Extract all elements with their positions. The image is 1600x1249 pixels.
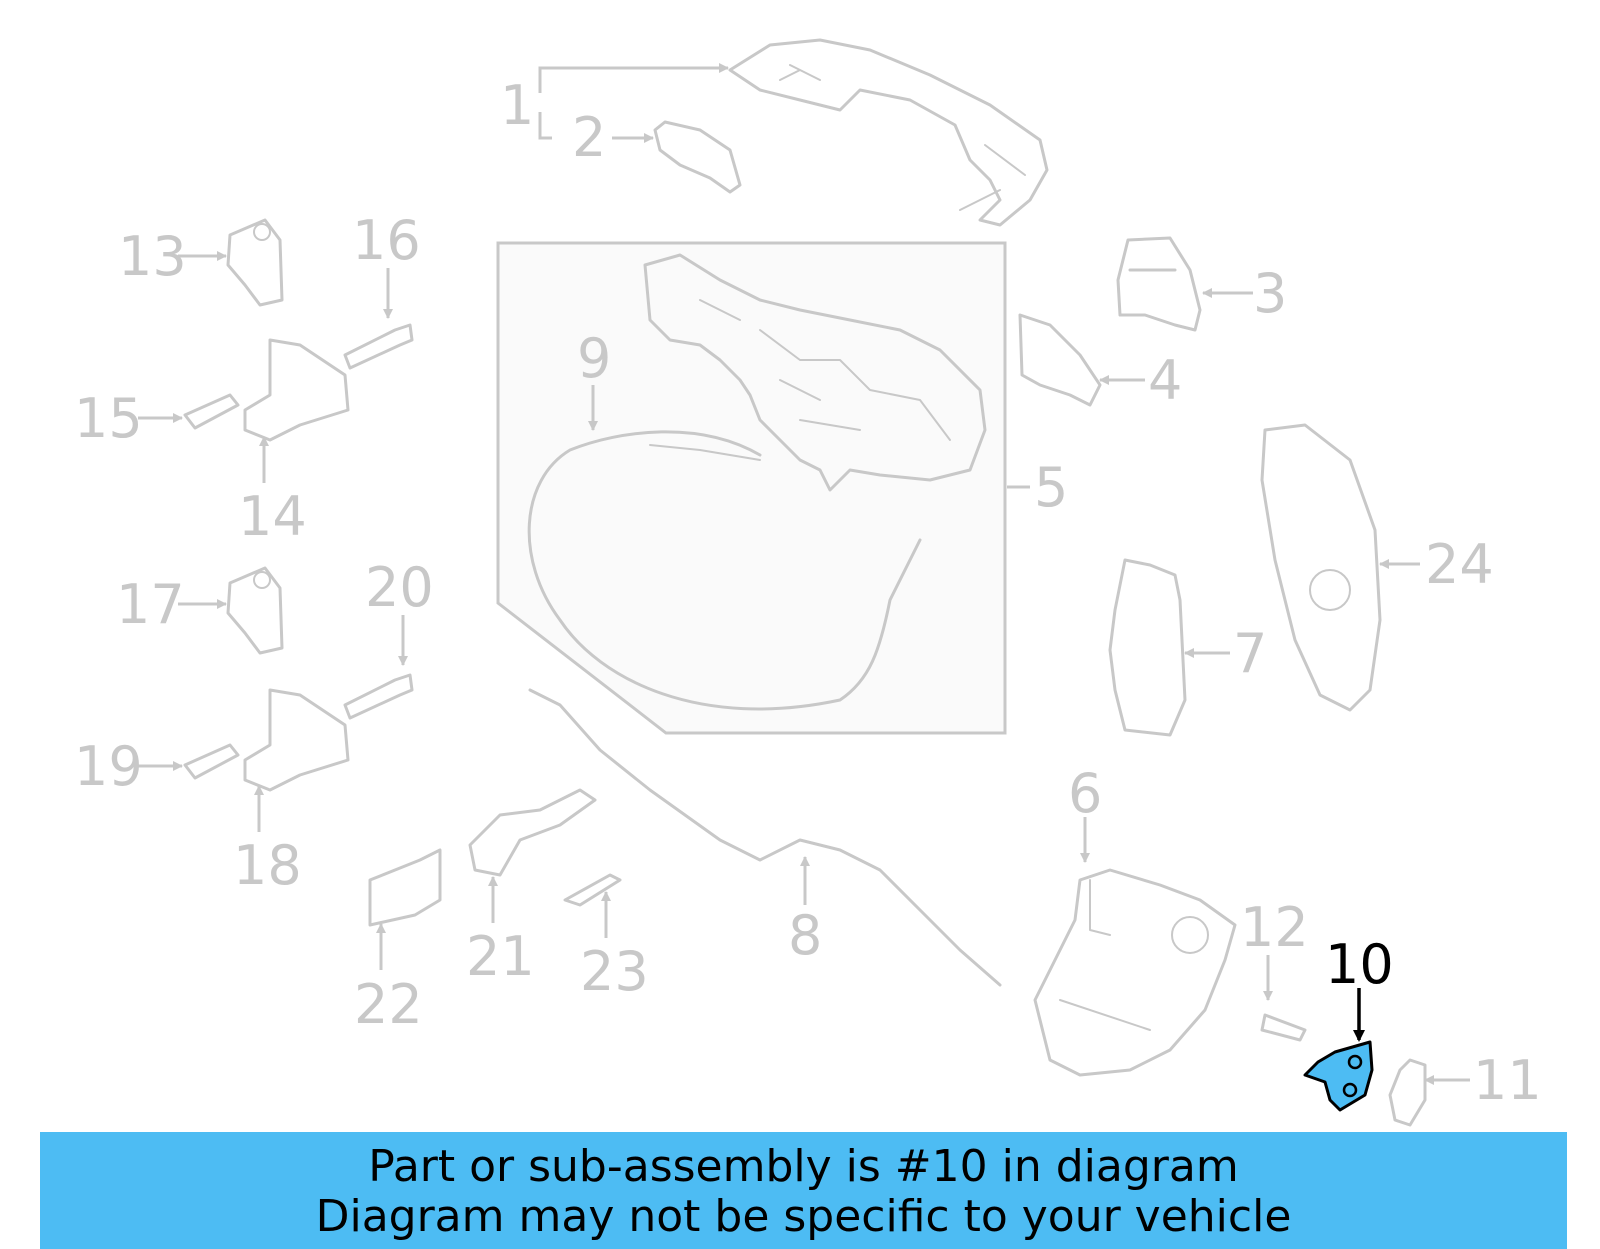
part-15-bolt: [183, 393, 240, 430]
callout-19[interactable]: 19: [74, 735, 143, 798]
part-9-cable: [527, 430, 922, 711]
callout-15[interactable]: 15: [74, 387, 143, 450]
part-5-lock-module: [643, 253, 987, 492]
info-banner: Part or sub-assembly is #10 in diagram D…: [40, 1132, 1567, 1249]
part-10-striker[interactable]: [1303, 1040, 1374, 1112]
part-17-hinge-half: [226, 566, 284, 655]
part-1-outer-handle: [728, 38, 1049, 227]
callout-14[interactable]: 14: [238, 485, 307, 548]
callout-21[interactable]: 21: [466, 925, 535, 988]
callout-3[interactable]: 3: [1253, 262, 1287, 325]
callout-11[interactable]: 11: [1473, 1049, 1542, 1112]
callout-20[interactable]: 20: [365, 556, 434, 619]
part-19-bolt: [183, 743, 240, 780]
part-2-handle-cap: [653, 120, 742, 194]
callout-12[interactable]: 12: [1240, 896, 1309, 959]
callout-22[interactable]: 22: [354, 973, 423, 1036]
part-8-cable: [528, 688, 1002, 987]
callout-1[interactable]: 1: [500, 74, 534, 137]
part-22-pad: [368, 848, 442, 927]
callout-2[interactable]: 2: [572, 106, 606, 169]
callout-6[interactable]: 6: [1068, 762, 1102, 825]
callout-17[interactable]: 17: [116, 573, 185, 636]
part-20-bolt: [343, 673, 414, 720]
part-18-hinge: [243, 688, 350, 792]
part-16-bolt: [343, 323, 414, 370]
callout-7[interactable]: 7: [1233, 622, 1267, 685]
callout-24[interactable]: 24: [1425, 533, 1494, 596]
callout-18[interactable]: 18: [233, 834, 302, 897]
part-6-door-latch: [1033, 868, 1237, 1077]
callout-16[interactable]: 16: [352, 209, 421, 272]
part-14-hinge: [243, 338, 350, 442]
part-13-hinge-half: [226, 218, 284, 307]
callout-9[interactable]: 9: [577, 327, 611, 390]
callout-8[interactable]: 8: [788, 904, 822, 967]
part-7-bracket: [1108, 558, 1187, 737]
part-23-bolt: [563, 873, 622, 907]
callout-10[interactable]: 10: [1325, 933, 1394, 996]
part-21-door-check: [468, 788, 597, 877]
callout-5[interactable]: 5: [1034, 456, 1068, 519]
part-4-seal: [1018, 313, 1102, 407]
banner-line-disclaimer: Diagram may not be specific to your vehi…: [315, 1191, 1292, 1242]
part-3-handle-bezel: [1116, 236, 1202, 332]
part-24-trim-cover: [1260, 423, 1382, 712]
callout-13[interactable]: 13: [118, 225, 187, 288]
callout-labels: 1 2 3 4 5 6 7 8 9 10 11 12 13 14 15 16 1…: [74, 74, 1542, 1112]
callout-23[interactable]: 23: [580, 940, 649, 1003]
part-12-bolt: [1260, 1013, 1307, 1042]
part-11-shim: [1388, 1058, 1427, 1127]
banner-line-part: Part or sub-assembly is #10 in diagram: [368, 1141, 1239, 1192]
assembly-5-frame: [496, 241, 1007, 735]
leader-lines: [138, 63, 1470, 1085]
callout-4[interactable]: 4: [1148, 349, 1182, 412]
